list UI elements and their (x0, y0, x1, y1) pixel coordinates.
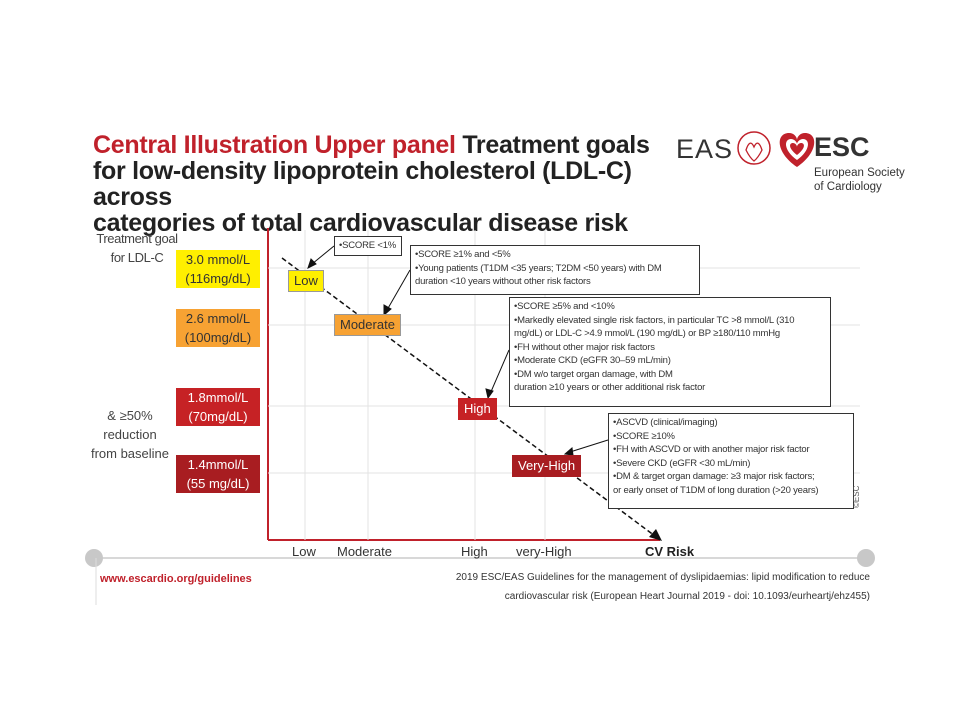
esc-heart-icon (779, 133, 815, 167)
reduction-line3: from baseline (90, 446, 170, 461)
info-high-line: mg/dL) or LDL-C >4.9 mmol/L (190 mg/dL) … (514, 328, 780, 339)
info-low-line: •SCORE <1% (339, 240, 397, 251)
citation: 2019 ESC/EAS Guidelines for the manageme… (350, 568, 870, 606)
goal-box-low: 3.0 mmol/L (116mg/dL) (176, 250, 260, 288)
goal-low-mmol: 3.0 mmol/L (185, 252, 251, 267)
info-very-high-line: •SCORE ≥10% (613, 430, 675, 442)
citation-line1: 2019 ESC/EAS Guidelines for the manageme… (455, 572, 870, 583)
info-high-line: •DM w/o target organ damage, with DM (514, 368, 673, 380)
x-tick-low: Low (292, 544, 316, 559)
x-tick-high: High (461, 544, 488, 559)
info-moderate-line: •SCORE ≥1% and <5% (415, 249, 511, 260)
eas-logo-text: EAS (676, 134, 734, 164)
reduction-line1: & ≥50% (107, 408, 153, 423)
title-line3: categories of total cardiovascular disea… (93, 209, 628, 237)
category-very-high: Very-High (512, 455, 582, 477)
citation-line2: cardiovascular risk (European Heart Jour… (504, 591, 870, 602)
title-highlight: Central Illustration Upper panel (93, 131, 456, 159)
info-box-very-high: •ASCVD (clinical/imaging) •SCORE ≥10% •F… (608, 413, 854, 509)
reduction-line2: reduction (103, 427, 157, 442)
goal-box-moderate: 2.6 mmol/L (100mg/dL) (176, 309, 260, 347)
info-very-high-line: •ASCVD (clinical/imaging) (613, 417, 718, 428)
info-very-high-line: or early onset of T1DM of long duration … (613, 484, 819, 496)
info-high-line: •Moderate CKD (eGFR 30–59 mL/min) (514, 355, 671, 366)
y-label-line2: for LDL-C (110, 250, 164, 265)
category-low: Low (288, 270, 324, 292)
x-tick-moderate: Moderate (337, 544, 392, 559)
esc-subtitle: European Society of Cardiology (814, 166, 905, 194)
info-very-high-line: •Severe CKD (eGFR <30 mL/min) (613, 457, 751, 469)
info-high-line: duration ≥10 years or other additional r… (514, 382, 706, 393)
goal-very-high-mg: (55 mg/dL) (186, 476, 250, 491)
goal-low-mg: (116mg/dL) (185, 271, 251, 286)
goal-moderate-mmol: 2.6 mmol/L (185, 311, 251, 326)
y-axis-label: Treatment goal for LDL-C (82, 229, 192, 267)
category-moderate: Moderate (334, 314, 401, 336)
esc-subtitle-line1: European Society (814, 167, 905, 179)
divider-right-circle (857, 549, 875, 567)
info-moderate-line: •Young patients (T1DM <35 years; T2DM <5… (415, 262, 662, 274)
info-box-high: •SCORE ≥5% and <10% •Markedly elevated s… (509, 297, 831, 407)
title-line2: for low-density lipoprotein cholesterol … (93, 157, 632, 211)
reduction-label: & ≥50% reduction from baseline (80, 406, 180, 463)
goal-moderate-mg: (100mg/dL) (184, 330, 252, 345)
info-very-high-line: •FH with ASCVD or with another major ris… (613, 444, 810, 455)
trend-arrowhead (649, 529, 662, 541)
website-link[interactable]: www.escardio.org/guidelines (100, 573, 252, 585)
goal-box-high: 1.8mmol/L (70mg/dL) (176, 388, 260, 426)
goal-high-mg: (70mg/dL) (188, 409, 248, 424)
info-box-low: •SCORE <1% (334, 236, 402, 256)
category-high: High (458, 398, 497, 420)
info-moderate-line: duration <10 years without other risk fa… (415, 276, 591, 287)
esc-subtitle-line2: of Cardiology (814, 181, 882, 193)
info-box-moderate: •SCORE ≥1% and <5% •Young patients (T1DM… (410, 245, 700, 295)
divider-left-circle (85, 549, 103, 567)
y-label-line1: Treatment goal (96, 231, 178, 246)
goal-high-mmol: 1.8mmol/L (187, 390, 249, 405)
goal-box-very-high: 1.4mmol/L (55 mg/dL) (176, 455, 260, 493)
goal-very-high-mmol: 1.4mmol/L (187, 457, 249, 472)
info-very-high-line: •DM & target organ damage: ≥3 major risk… (613, 471, 815, 482)
copyright-mark: ©ESC (852, 485, 861, 508)
title-part2: Treatment goals (455, 131, 650, 159)
page-title: Central Illustration Upper panel Treatme… (93, 132, 693, 236)
eas-emblem-icon (737, 131, 771, 165)
x-tick-very-high: very-High (516, 544, 572, 559)
info-high-line: •SCORE ≥5% and <10% (514, 301, 615, 312)
esc-logo-text: ESC (814, 132, 870, 162)
x-axis-label: CV Risk (645, 544, 695, 559)
info-high-line: •FH without other major risk factors (514, 341, 655, 353)
info-high-line: •Markedly elevated single risk factors, … (514, 314, 795, 326)
